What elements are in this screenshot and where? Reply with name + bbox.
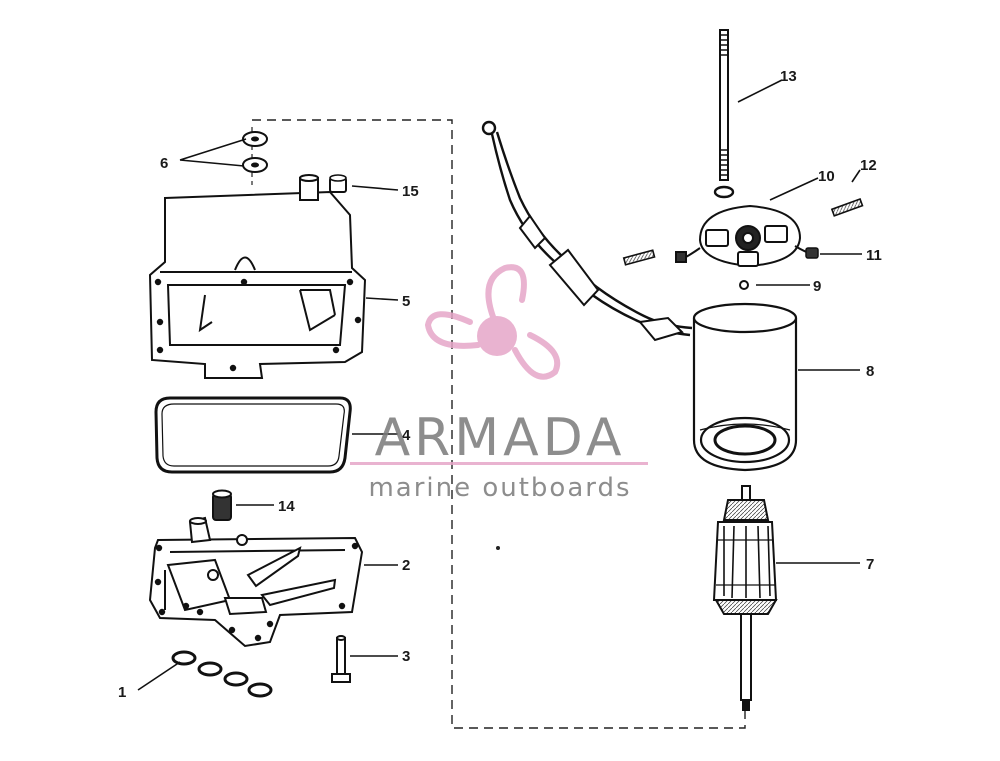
stray-dot [496,546,500,550]
label-12: 12 [860,157,877,174]
label-5: 5 [402,293,410,310]
label-1: 1 [118,684,126,701]
part-13-through-bolt [720,30,728,180]
wire-harness [483,122,692,340]
label-15: 15 [402,183,419,200]
label-4: 4 [402,427,411,444]
label-7: 7 [866,556,874,573]
armada-watermark: ARMADA marine outboards [350,267,648,503]
part-2-pump-base [150,518,362,646]
part-1-o-rings [173,652,271,696]
part-14-bushing [213,491,231,521]
label-10: 10 [818,168,835,185]
label-14: 14 [278,498,295,515]
part-7-armature [714,486,776,710]
leader-lines [138,80,862,690]
label-13: 13 [780,68,797,85]
label-3: 3 [402,648,410,665]
part-4-gasket [156,398,350,472]
label-9: 9 [813,278,821,295]
part-10-lock-washer [715,187,733,197]
part-11-connector [806,248,818,258]
watermark-tagline: marine outboards [368,473,631,503]
part-9-ball [740,281,748,289]
part-15-plug [330,175,346,192]
watermark-divider [350,462,648,465]
part-10-brush-plate [676,206,812,266]
label-6: 6 [160,155,168,172]
part-5-pump-housing [150,175,365,378]
part-labels: 1 2 3 4 5 6 7 8 9 10 11 12 13 14 15 [118,68,882,701]
part-6-washers [243,132,267,172]
watermark-brand: ARMADA [375,408,626,468]
part-12-springs [624,199,863,265]
assembly-dashed-line [252,120,745,728]
part-3-screw [332,636,350,682]
label-8: 8 [866,363,874,380]
part-8-motor-housing [694,304,796,470]
propeller-logo [428,267,557,377]
label-2: 2 [402,557,410,574]
label-11: 11 [866,247,882,264]
